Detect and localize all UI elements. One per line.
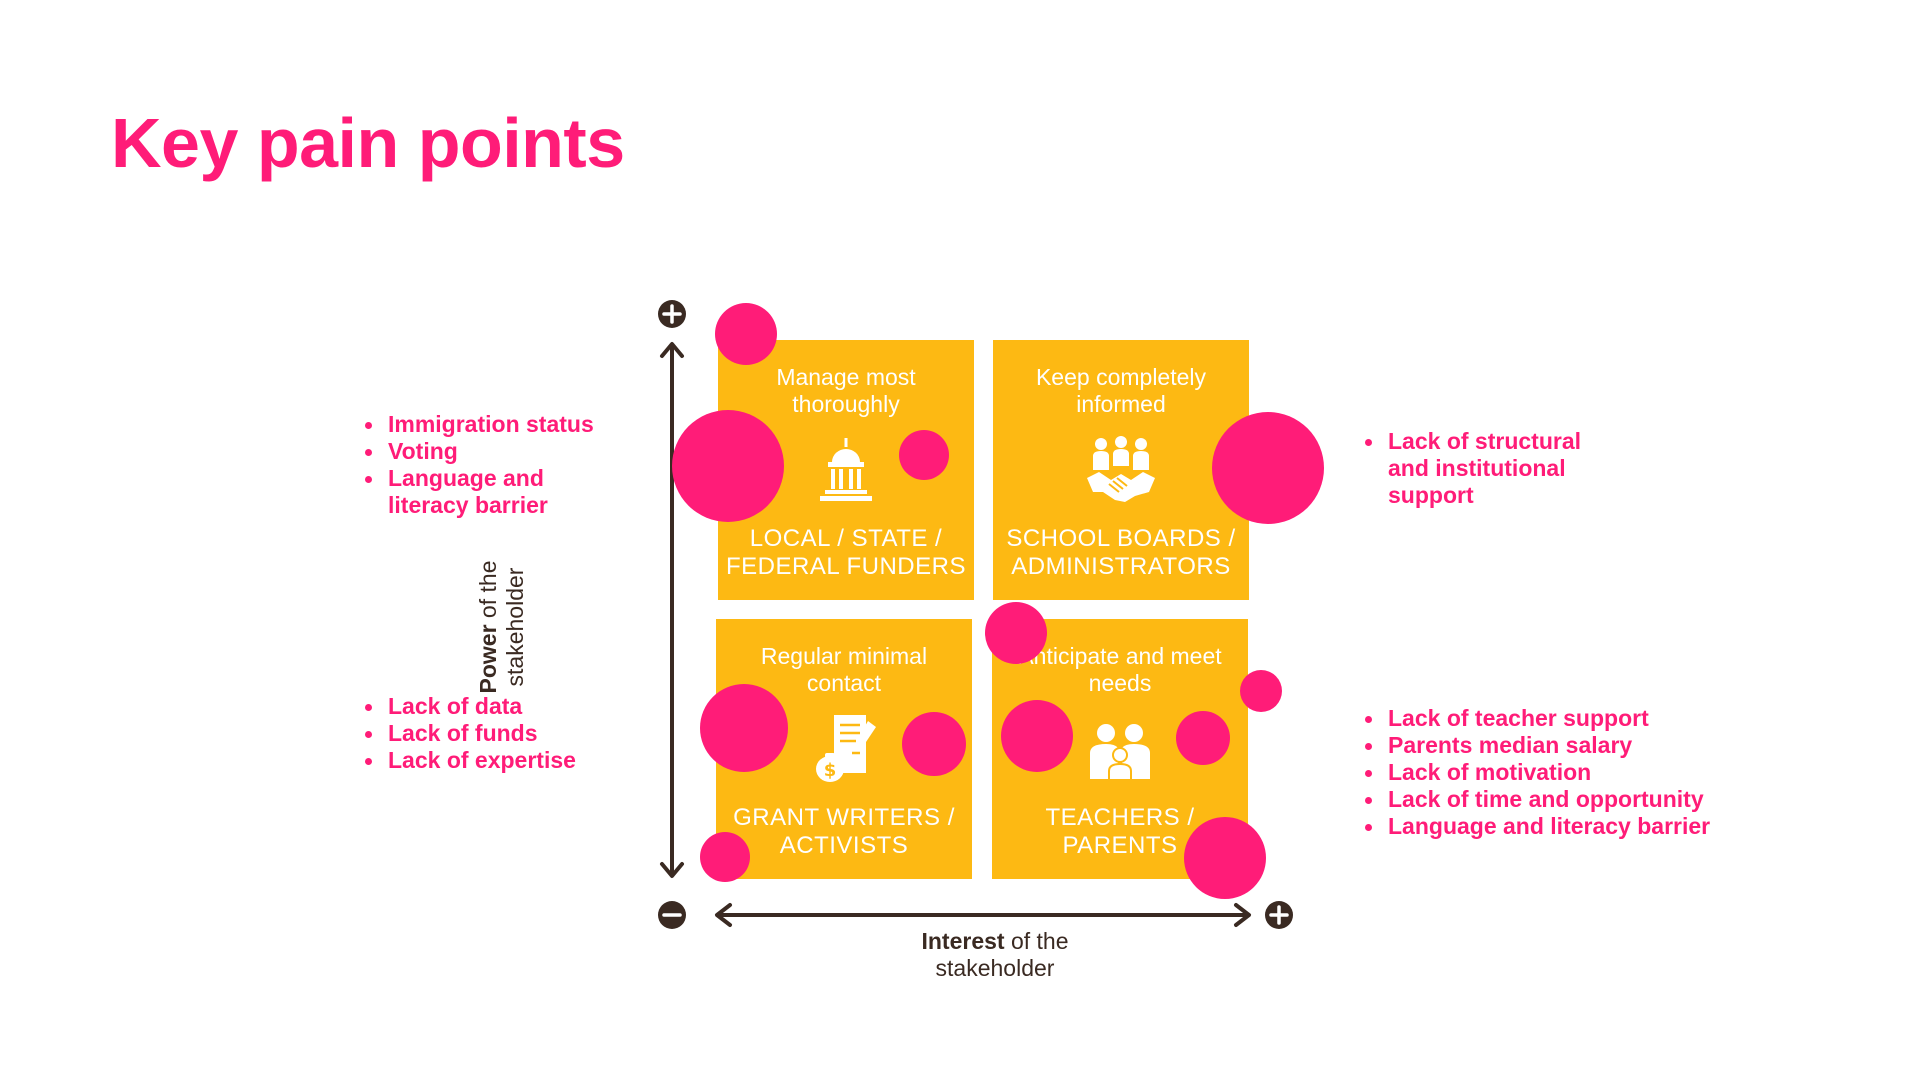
quadrant-stakeholder-label: SCHOOL BOARDS / ADMINISTRATORS: [1006, 525, 1236, 580]
quadrant-stakeholder-label: LOCAL / STATE / FEDERAL FUNDERS: [726, 525, 966, 580]
quadrant-keep-completely-informed: Keep completely informed SCHOOL BOARDS /…: [993, 340, 1249, 600]
x-axis-label-bold: Interest: [921, 928, 1005, 954]
family-icon: [1090, 724, 1150, 779]
x-axis-arrow-left: [715, 903, 732, 927]
list-item: Lack of structural and institutional sup…: [1364, 428, 1614, 509]
y-axis-arrow-up: [660, 342, 684, 358]
minus-circle-icon: [658, 901, 686, 929]
x-axis-label: Interest of the stakeholder: [880, 928, 1110, 982]
y-axis-arrow-down: [660, 862, 684, 878]
decorative-dot: [715, 303, 777, 365]
quadrant-strategy-label: Anticipate and meet needs: [1018, 643, 1222, 696]
handshake-icon: [1087, 436, 1155, 502]
plus-circle-icon: [658, 300, 686, 328]
list-item: Language and literacy barrier: [1364, 813, 1784, 840]
plus-circle-icon: [1265, 901, 1293, 929]
quadrant-stakeholder-label: TEACHERS / PARENTS: [1045, 804, 1195, 859]
y-axis-label-bold: Power: [475, 624, 501, 694]
grant-document-icon: $: [816, 715, 876, 782]
svg-text:$: $: [824, 760, 837, 781]
list-item: Lack of teacher support: [1364, 705, 1784, 732]
list-item: Lack of expertise: [364, 747, 614, 774]
decorative-dot: [700, 832, 750, 882]
pain-points-bottom-left: Lack of data Lack of funds Lack of exper…: [364, 693, 614, 774]
decorative-dot: [1212, 412, 1324, 524]
decorative-dot: [1184, 817, 1266, 899]
decorative-dot: [1001, 700, 1073, 772]
quadrant-stakeholder-label: GRANT WRITERS / ACTIVISTS: [733, 804, 955, 859]
list-item: Immigration status: [364, 411, 614, 438]
decorative-dot: [985, 602, 1047, 664]
pain-points-top-right: Lack of structural and institutional sup…: [1364, 428, 1614, 509]
decorative-dot: [672, 410, 784, 522]
list-item: Language and literacy barrier: [364, 465, 614, 519]
pain-points-bottom-right: Lack of teacher support Parents median s…: [1364, 705, 1784, 840]
x-axis-label-rest: of the stakeholder: [935, 928, 1069, 981]
x-axis-arrow-right: [1234, 903, 1251, 927]
decorative-dot: [1176, 711, 1230, 765]
government-building-icon: [820, 438, 872, 501]
decorative-dot: [899, 430, 949, 480]
quadrant-strategy-label: Regular minimal contact: [760, 643, 928, 696]
list-item: Lack of motivation: [1364, 759, 1784, 786]
decorative-dot: [1240, 670, 1282, 712]
decorative-dot: [902, 712, 966, 776]
quadrant-strategy-label: Keep completely informed: [1035, 364, 1207, 417]
list-item: Lack of time and opportunity: [1364, 786, 1784, 813]
list-item: Lack of funds: [364, 720, 614, 747]
decorative-dot: [700, 684, 788, 772]
list-item: Voting: [364, 438, 614, 465]
quadrant-strategy-label: Manage most thoroughly: [776, 364, 916, 417]
list-item: Parents median salary: [1364, 732, 1784, 759]
page-title: Key pain points: [111, 104, 625, 182]
list-item: Lack of data: [364, 693, 614, 720]
pain-points-top-left: Immigration status Voting Language and l…: [364, 411, 614, 519]
